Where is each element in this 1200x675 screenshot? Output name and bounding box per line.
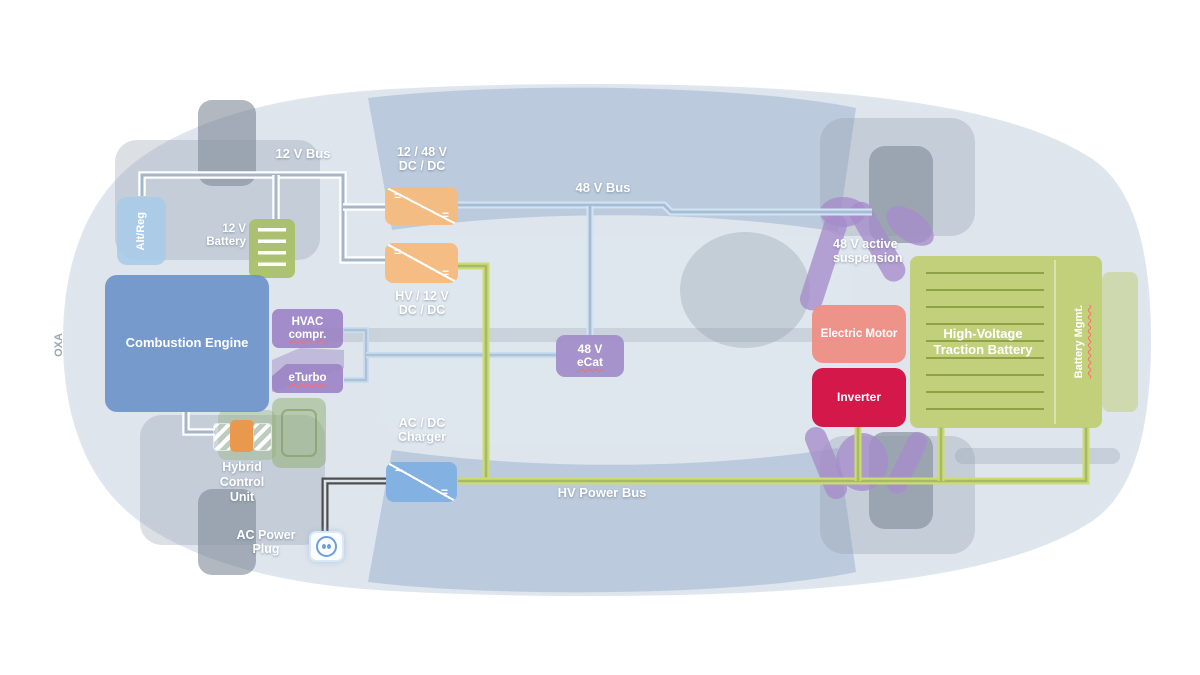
plug-pin-icon [327, 544, 331, 549]
converter-diagonal-icon [386, 462, 457, 502]
plug-pin-icon [322, 544, 326, 549]
hv-battery-label-line2: Traction Battery [933, 342, 1033, 357]
bus-48v-label: 48 V Bus [575, 180, 631, 195]
hvac-compressor-box: HVAC compr. [272, 309, 343, 348]
dc-out-symbol: = [440, 484, 448, 499]
ac-in-symbol: ~ [395, 462, 404, 478]
ac-plug-label: AC Power Plug [236, 528, 296, 556]
battery-mgmt-strip: Battery Mgmt. [1054, 260, 1102, 424]
hvac-label-line1: HVAC [291, 315, 324, 328]
dc-out-symbol: = [441, 265, 449, 280]
suspension-label: 48 V active suspension [833, 237, 903, 265]
eturbo-label: eTurbo [288, 372, 327, 385]
hvac-label-line2: compr. [288, 328, 327, 341]
hv-traction-battery-box: High-Voltage Traction Battery Battery Mg… [910, 256, 1102, 428]
charger-label: AC / DC Charger [398, 416, 446, 444]
ecat-label-line2: eCat [576, 355, 603, 369]
ecat-box: 48 V eCat [556, 335, 624, 377]
dc-in-symbol: = [394, 189, 402, 203]
inverter-box: Inverter [812, 368, 906, 427]
ac-power-plug [309, 531, 344, 562]
hybrid-control-unit [214, 420, 271, 452]
hcu-label: Hybrid Control Unit [219, 460, 265, 504]
converter-diagonal-icon [385, 243, 458, 283]
ac-dc-charger-box: ~ = [386, 462, 457, 502]
battery-12v-box [249, 219, 295, 278]
combustion-engine-label: Combustion Engine [125, 335, 249, 351]
license-plate-text: OXA [53, 333, 65, 357]
front-right-wheel [198, 489, 256, 575]
eturbo-box: eTurbo [272, 364, 343, 393]
electric-motor-label: Electric Motor [820, 327, 898, 340]
alt-reg-box: Alt/Reg [117, 197, 166, 265]
combustion-engine-box: Combustion Engine [105, 275, 269, 412]
front-left-wheel [198, 100, 256, 186]
dc-out-symbol: = [441, 207, 449, 222]
dcdc-hv-12-box: = = [385, 243, 458, 283]
battery-12v-label: 12 V Battery [206, 223, 246, 248]
hcu-hatch-right-icon [254, 424, 271, 450]
dc-in-symbol: = [394, 245, 402, 259]
inverter-label: Inverter [836, 389, 882, 404]
hcu-core-icon [230, 420, 254, 452]
bus-12v-label: 12 V Bus [275, 146, 331, 161]
battery-cells-icon [258, 228, 286, 269]
hcu-hatch-left-icon [214, 424, 231, 450]
hv-power-bus-line [458, 427, 1090, 485]
windshield-glass [368, 87, 856, 232]
dcdc-12-48-label: 12 / 48 V DC / DC [396, 145, 448, 173]
bus-lines [138, 171, 1090, 531]
hv-battery-label: High-Voltage Traction Battery [910, 256, 1056, 428]
electric-motor-box: Electric Motor [812, 305, 906, 363]
dcdc-hv-12-label: HV / 12 V DC / DC [395, 289, 449, 317]
battery-modules-icon [926, 272, 1044, 412]
hv-power-bus-label: HV Power Bus [557, 485, 647, 500]
battery-mgmt-label: Battery Mgmt. [1073, 305, 1085, 379]
plug-socket-icon [316, 536, 337, 557]
hv-dcdc-drop [457, 262, 490, 478]
hv-battery-appendix [1102, 272, 1138, 412]
ecat-label-line1: 48 V [577, 341, 603, 356]
hv-battery-label-line1: High-Voltage [943, 325, 1023, 341]
dcdc-12-48-box: = = [385, 187, 458, 225]
converter-diagonal-icon [385, 187, 458, 225]
alt-reg-label: Alt/Reg [135, 211, 148, 251]
